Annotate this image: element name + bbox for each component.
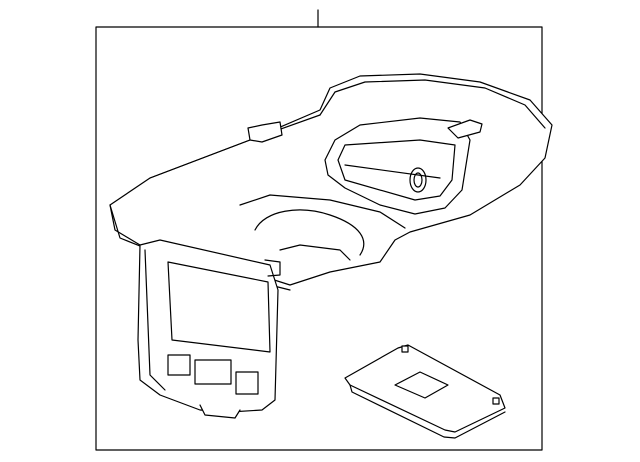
- diagram-frame: [95, 26, 543, 451]
- battery-cover: [344, 344, 506, 439]
- screen-button-right: [235, 371, 259, 395]
- screen-display: [167, 261, 271, 353]
- screen-button-left: [167, 354, 191, 376]
- screen-button-center: [194, 359, 232, 385]
- battery-cover-label-recess: [394, 371, 449, 399]
- flip-down-screen: [137, 239, 281, 419]
